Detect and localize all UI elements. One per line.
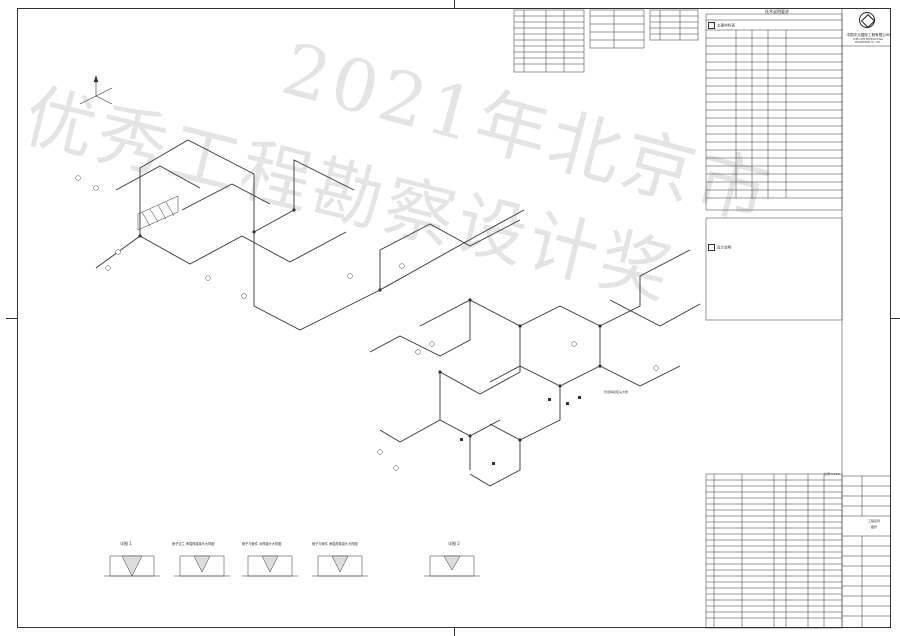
company-name: 中国中元国际工程有限公司	[846, 33, 890, 37]
project-line-1: 工程名称	[867, 519, 880, 523]
weld-detail-2	[174, 555, 230, 577]
detail-label-4: 管子与管件 承插焊接接头大样图	[312, 542, 358, 546]
materials-section-text: 主要材料表	[717, 23, 735, 28]
pipe-spec-table	[513, 9, 585, 73]
center-mark-right	[891, 318, 900, 319]
project-info: 工程名称 图号	[859, 518, 889, 530]
valve-table	[649, 9, 699, 41]
notes-title: 技术说明要求	[765, 9, 789, 14]
technical-notes-table	[705, 13, 843, 211]
detail-label-5: 详图 2	[448, 541, 460, 546]
materials-section-label: 主要材料表	[708, 22, 735, 29]
center-mark-top	[454, 0, 455, 8]
pipe-fittings	[138, 208, 602, 465]
company-name-en: CHINA IPPR INTERNATIONAL ENGINEERING CO.…	[852, 38, 884, 44]
detail-label-3: 管子与管件 对焊接头大样图	[242, 542, 282, 546]
callout-bubbles	[75, 175, 659, 471]
weld-detail-3	[242, 555, 298, 577]
drawing-border	[17, 8, 891, 628]
detail-label-1: 详图 1	[120, 541, 132, 546]
notes-section-label: 设计说明	[708, 244, 731, 251]
equipment-block	[137, 195, 179, 231]
detail-label-2: 管子法兰 承插焊接接头大样图	[172, 542, 215, 546]
weld-detail-5	[424, 555, 480, 577]
pipe-runs	[95, 139, 701, 487]
scale-note: 比例 1:100	[824, 472, 840, 476]
north-axis-icon	[79, 75, 113, 105]
project-line-2: 图号	[870, 525, 877, 529]
center-mark-bottom	[454, 628, 455, 636]
weld-detail-4	[312, 555, 368, 577]
center-mark-left	[6, 318, 17, 319]
welding-note: 管道焊接接头大样	[604, 390, 629, 394]
legend-table	[589, 9, 645, 49]
weld-detail-1	[104, 555, 160, 577]
company-logo	[859, 12, 875, 28]
weld-detail-figures	[104, 555, 480, 577]
notes-section-text: 设计说明	[717, 245, 732, 250]
design-notes-block	[705, 217, 843, 321]
